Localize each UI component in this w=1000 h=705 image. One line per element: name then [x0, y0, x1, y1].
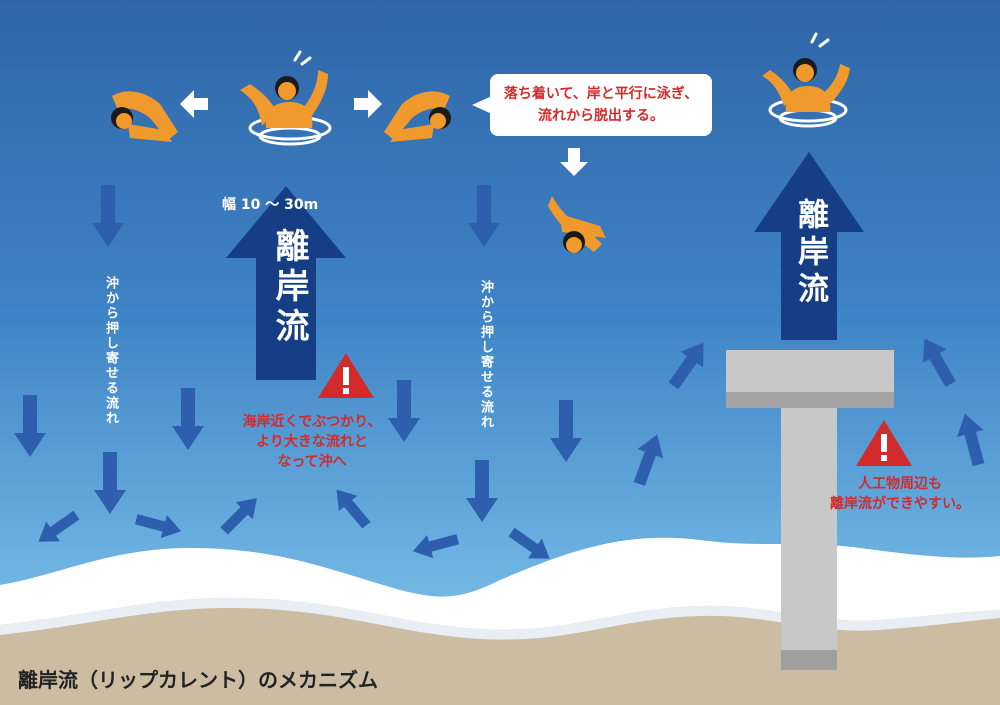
warning-text-center: 海岸近くでぶつかり、 より大きな流れと なって沖へ [242, 414, 382, 470]
current-width-label: 幅 10 ～ 30m [222, 197, 319, 213]
onshore-flow-label-left: 沖から押し寄せる流れ [103, 276, 118, 426]
warning-icon [318, 353, 374, 398]
swimmer-icon [384, 91, 451, 142]
surf-foam [0, 537, 1000, 630]
drowning-swimmer-icon [762, 32, 850, 128]
drowning-swimmer-icon [240, 50, 332, 146]
advice-bubble-tail [472, 96, 492, 114]
swimmer-icon [548, 196, 606, 253]
swimmer-icon [111, 91, 178, 142]
advice-bubble: 落ち着いて、岸と平行に泳ぎ、 流れから脱出する。 [490, 74, 712, 136]
diagram-caption: 離岸流（リップカレント）のメカニズム [18, 668, 378, 692]
warning-icon [856, 420, 912, 466]
warning-text-right: 人工物周辺も 離岸流ができやすい。 [830, 476, 970, 512]
rip-current-arrow-left [226, 186, 346, 380]
rip-current-arrow-right [754, 152, 864, 340]
rip-current-label-right: 離岸流 [792, 198, 828, 309]
jetty [726, 350, 894, 670]
onshore-flow-label-right: 沖から押し寄せる流れ [478, 280, 493, 430]
rip-current-label-left: 離岸流 [269, 228, 309, 348]
surf-edge [0, 598, 1000, 640]
